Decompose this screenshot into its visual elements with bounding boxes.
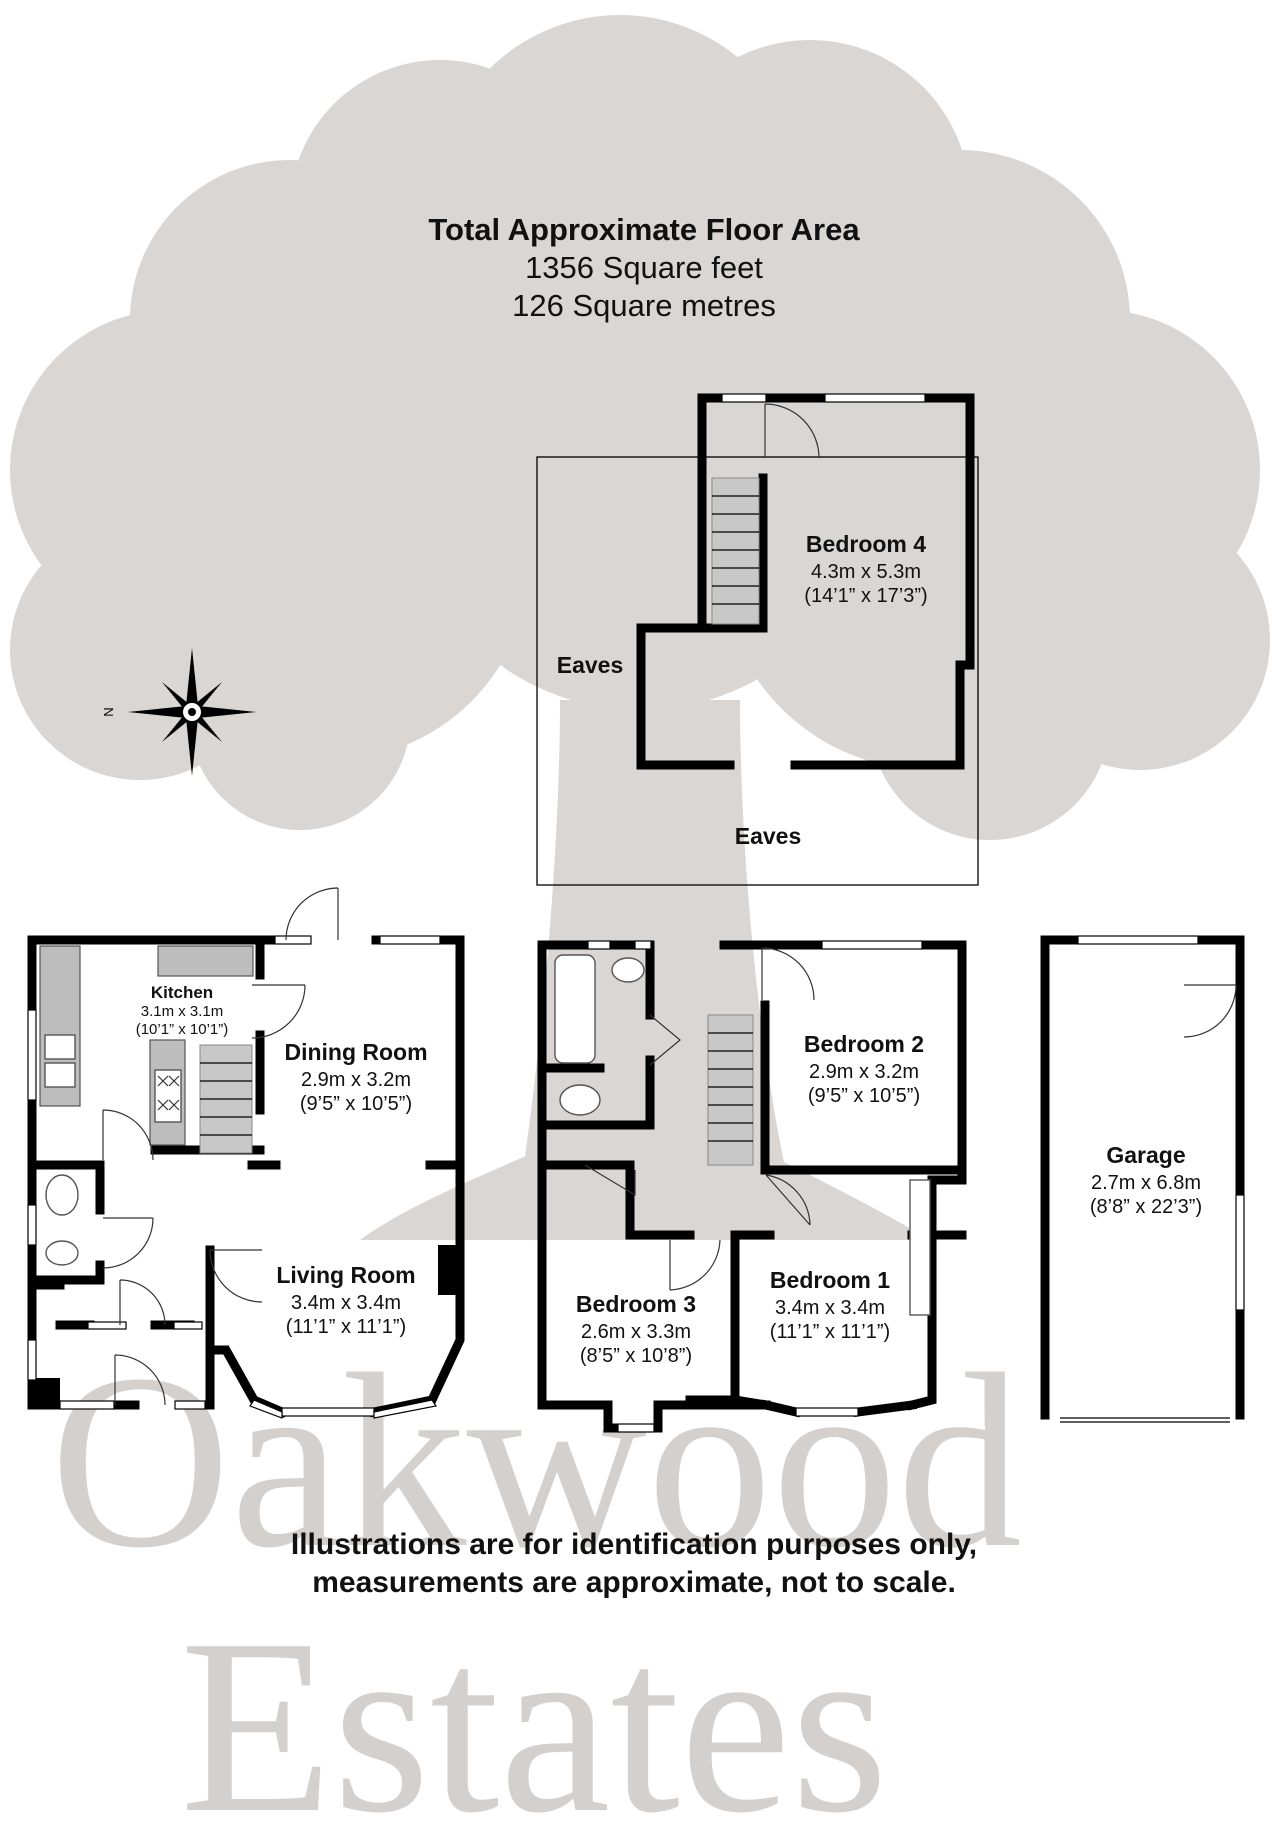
loft-floor [536,393,979,886]
garage-name: Garage [1106,1142,1185,1168]
living-room-name: Living Room [276,1262,415,1288]
bedroom-2-imperial: (9’5” x 10’5”) [808,1085,920,1107]
disclaimer-line-1: Illustrations are for identification pur… [291,1528,977,1561]
dining-room-name: Dining Room [284,1039,427,1065]
bedroom-1-metric: 3.4m x 3.4m [775,1297,885,1319]
eaves-bottom-label: Eaves [735,823,802,849]
bedroom-4-metric: 4.3m x 5.3m [811,561,921,583]
garage-plan [1040,935,1245,1423]
bedroom-2-metric: 2.9m x 3.2m [809,1061,919,1083]
kitchen-metric: 3.1m x 3.1m [141,1003,224,1020]
first-floor-staircase [707,1014,754,1166]
floor-area-sqm: 126 Square metres [512,288,776,323]
bedroom-3-imperial: (8’5” x 10’8”) [580,1345,692,1367]
first-floor [537,940,967,1433]
living-room-metric: 3.4m x 3.4m [291,1292,401,1314]
bedroom-4-name: Bedroom 4 [806,531,926,557]
kitchen-imperial: (10’1” x 10’1”) [136,1021,229,1038]
kitchen-name: Kitchen [151,983,213,1002]
floor-area-title: Total Approximate Floor Area [428,212,860,247]
compass-rose-icon [128,648,256,776]
dining-room-metric: 2.9m x 3.2m [301,1069,411,1091]
ground-staircase [199,1044,253,1154]
dining-room-imperial: (9’5” x 10’5”) [300,1093,412,1115]
bedroom-1-name: Bedroom 1 [770,1267,890,1293]
kitchen-fittings [39,945,254,1146]
living-room-imperial: (11’1” x 11’1”) [286,1316,406,1338]
eaves-left-label: Eaves [557,652,624,678]
brand-watermark-estates: Estates [180,1588,888,1824]
floor-area-sqft: 1356 Square feet [525,250,763,285]
bedroom-3-name: Bedroom 3 [576,1291,696,1317]
bedroom-4-imperial: (14’1” x 17’3”) [804,585,927,607]
hob-icon [157,1075,180,1111]
north-label: N [101,707,116,716]
bedroom-3-metric: 2.6m x 3.3m [581,1321,691,1343]
ground-floor [27,887,465,1419]
bedroom-1-imperial: (11’1” x 11’1”) [770,1321,890,1343]
garage-imperial: (8’8” x 22’3”) [1090,1196,1202,1218]
bedroom-2-name: Bedroom 2 [804,1031,924,1057]
loft-staircase [711,477,760,625]
disclaimer-line-2: measurements are approximate, not to sca… [312,1566,956,1599]
garage-metric: 2.7m x 6.8m [1091,1172,1201,1194]
